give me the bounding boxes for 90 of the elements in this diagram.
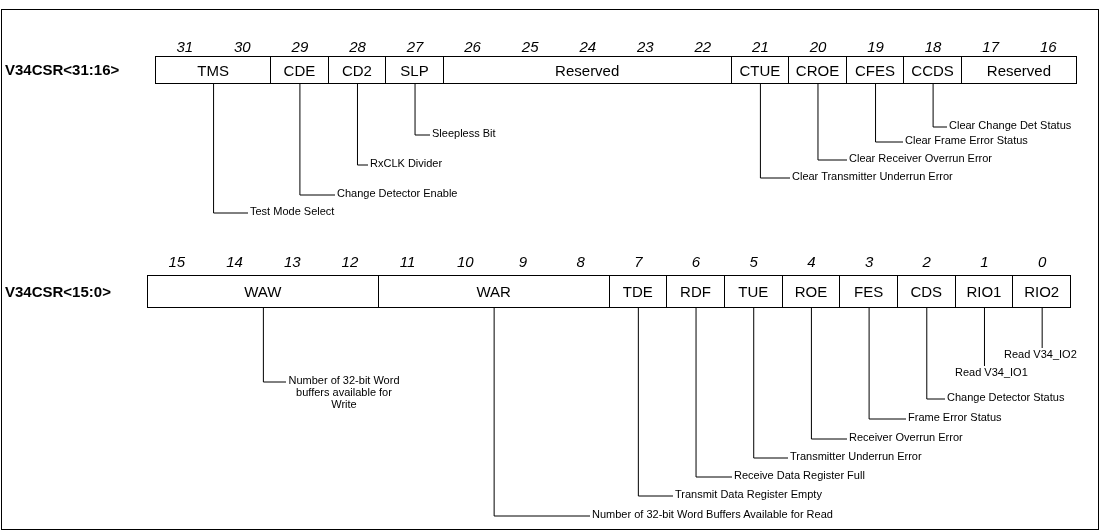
field-description: Frame Error Status — [908, 411, 1002, 423]
bit-number: 22 — [693, 38, 713, 56]
bit-field: Reserved — [960, 56, 1077, 84]
field-description: Clear Transmitter Underrun Error — [792, 170, 953, 182]
leader-line — [983, 307, 985, 367]
field-description: Transmit Data Register Empty — [675, 488, 822, 500]
field-description: Sleepless Bit — [432, 127, 496, 139]
bit-number: 11 — [398, 253, 417, 271]
bit-number: 12 — [340, 253, 360, 271]
leader-line — [637, 307, 674, 497]
leader-line — [356, 83, 369, 166]
bit-field: CFES — [845, 56, 905, 84]
leader-line — [810, 307, 848, 440]
field-description: Clear Change Det Status — [949, 119, 1072, 131]
field-description: Clear Frame Error Status — [905, 134, 1028, 146]
bit-number: 23 — [635, 38, 655, 56]
field-description: Clear Receiver Overrun Error — [849, 152, 993, 164]
bit-field: TDE — [608, 275, 668, 308]
bit-field: TUE — [723, 275, 783, 308]
leader-line — [753, 307, 789, 459]
bit-number: 6 — [690, 253, 702, 271]
field-description: Receiver Overrun Error — [849, 431, 963, 443]
bit-number: 16 — [1038, 38, 1058, 56]
bit-number: 17 — [981, 38, 1001, 56]
leader-line — [926, 307, 946, 400]
bit-number: 28 — [348, 38, 367, 56]
bit-field: CROE — [788, 56, 847, 84]
bit-field: RIO1 — [954, 275, 1014, 308]
bit-field: CDS — [896, 275, 956, 308]
bit-number: 15 — [167, 253, 187, 271]
bit-number: 4 — [806, 253, 817, 271]
bit-number: 9 — [517, 253, 529, 271]
bit-number: 30 — [233, 38, 252, 56]
bit-field: ROE — [781, 275, 841, 308]
leader-line — [695, 307, 733, 478]
leader-line — [868, 307, 907, 420]
field-description: Change Detector Status — [947, 391, 1065, 403]
leader-line — [759, 83, 791, 179]
register-name: V34CSR<31:16> — [5, 61, 120, 79]
bit-field: WAW — [147, 275, 379, 308]
field-description: Test Mode Select — [250, 205, 335, 217]
bit-field: CD2 — [327, 56, 387, 84]
bit-number: 20 — [808, 38, 828, 56]
bit-number: 7 — [633, 253, 644, 271]
field-description: Read V34_IO2 — [1004, 348, 1077, 360]
leader-line — [493, 307, 591, 517]
bit-number: 0 — [1037, 253, 1048, 271]
bit-number: 5 — [748, 253, 759, 271]
field-description: Receive Data Register Full — [734, 469, 865, 481]
bit-number: 24 — [578, 38, 598, 56]
bit-field: CTUE — [730, 56, 790, 84]
bit-field: RIO2 — [1012, 275, 1071, 308]
bit-field: Reserved — [442, 56, 732, 84]
bit-field: SLP — [385, 56, 444, 84]
leader-line — [213, 83, 249, 214]
field-description: Change Detector Enable — [337, 187, 458, 199]
field-description: RxCLK Divider — [370, 157, 443, 169]
bit-number: 1 — [979, 253, 990, 271]
bit-number: 10 — [455, 253, 475, 271]
register-name: V34CSR<15:0> — [5, 282, 111, 301]
leader-line — [932, 83, 948, 128]
leader-line — [817, 83, 848, 161]
bit-number: 3 — [863, 253, 875, 271]
bit-number: 26 — [463, 38, 482, 56]
bit-number: 8 — [575, 253, 586, 271]
bit-number: 29 — [290, 38, 310, 56]
bit-field: FES — [839, 275, 898, 308]
leader-line — [262, 307, 287, 383]
bit-number: 13 — [282, 253, 302, 271]
bit-field: CCDS — [903, 56, 962, 84]
bit-number: 14 — [225, 253, 244, 271]
field-description: Read V34_IO1 — [955, 366, 1028, 378]
bit-number: 21 — [751, 38, 770, 56]
leader-line — [299, 83, 336, 196]
leader-line — [1041, 307, 1043, 349]
field-description: Transmitter Underrun Error — [790, 450, 922, 462]
bit-number: 19 — [866, 38, 885, 56]
bit-number: 27 — [405, 38, 425, 56]
bit-field: CDE — [270, 56, 329, 84]
leader-line — [875, 83, 904, 143]
bit-number: 2 — [921, 253, 932, 271]
bit-number: 31 — [175, 38, 195, 56]
bit-number: 18 — [923, 38, 943, 56]
bit-field: RDF — [666, 275, 725, 308]
field-description: Number of 32-bit Word Buffers Available for Read — [592, 508, 833, 520]
leader-line — [414, 83, 431, 136]
field-description: Number of 32-bit Word buffers available for Write — [288, 374, 400, 410]
bit-number: 25 — [520, 38, 540, 56]
bit-field: WAR — [377, 275, 610, 308]
bit-field: TMS — [155, 56, 272, 84]
